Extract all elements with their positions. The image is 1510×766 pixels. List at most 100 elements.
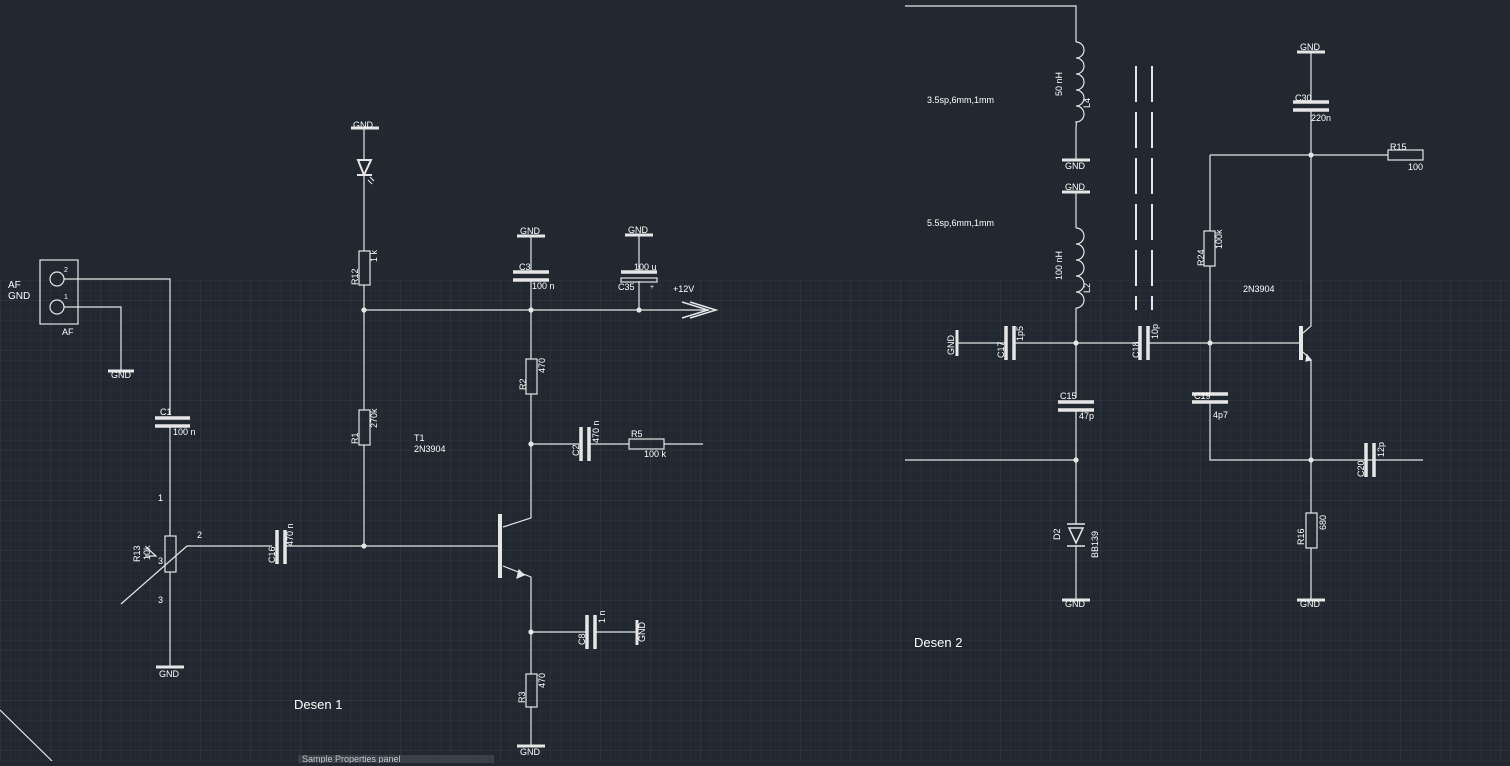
sheet-title-1: Desen 1: [294, 697, 342, 712]
ref-c15: C15: [1060, 391, 1077, 401]
label-gnd-8: GND: [1065, 161, 1086, 171]
label-pin1: 1: [64, 294, 68, 301]
val-c20: 12p: [1376, 442, 1386, 457]
val-l2: 100 nH: [1054, 251, 1064, 280]
label-gnd-9: GND: [1065, 182, 1086, 192]
label-gnd-7: GND: [520, 747, 541, 757]
ref-r24: R24: [1196, 249, 1206, 266]
cap-c20[interactable]: [1364, 443, 1376, 477]
val-c19: 4p7: [1213, 410, 1228, 420]
ref-c3: C3: [519, 262, 531, 272]
ref-r12: R12: [350, 268, 360, 285]
cap-c35-body[interactable]: [620, 277, 658, 283]
coil-l2[interactable]: [1075, 227, 1085, 309]
wire-af1[interactable]: [64, 306, 122, 371]
pin-1: 1: [158, 493, 163, 503]
cap-c3[interactable]: [513, 270, 549, 282]
label-gnd-13: GND: [1300, 599, 1321, 609]
varicap-d2[interactable]: [1067, 523, 1085, 547]
res-r15[interactable]: [1387, 149, 1424, 161]
t2-arrow: [1305, 353, 1313, 362]
bottom-panel-tab[interactable]: Sample Properties panel: [298, 755, 494, 763]
val-r15: 100: [1408, 162, 1423, 172]
wire-top-l4[interactable]: [905, 5, 1077, 42]
cap-c16[interactable]: [275, 530, 287, 564]
ref-c8: C8: [577, 633, 587, 645]
val-c16: 470 n: [285, 523, 295, 546]
val-c2: 470 n: [591, 420, 601, 443]
pot-arrow: [145, 546, 158, 557]
cap-c8[interactable]: [585, 615, 597, 649]
val-c8: 1 n: [597, 610, 607, 623]
af-connector-body[interactable]: [39, 259, 79, 325]
cap-c18[interactable]: [1138, 326, 1150, 360]
note-l2: 5.5sp,6mm,1mm: [927, 218, 994, 228]
res-r5[interactable]: [628, 438, 665, 450]
grid-major: [0, 278, 1510, 761]
ref-r5: R5: [631, 429, 643, 439]
ref-c18: C18: [1131, 341, 1141, 358]
ref-r1: R1: [350, 432, 360, 444]
led-arrows: [367, 176, 375, 185]
ref-l2: L2: [1082, 283, 1092, 293]
coil-l4[interactable]: [1075, 41, 1085, 128]
wire-r24[interactable]: [1209, 155, 1423, 461]
val-r24: 100k: [1214, 229, 1224, 249]
sheet-title-2: Desen 2: [914, 635, 962, 650]
label-gnd-4: GND: [520, 226, 541, 236]
val-r13: 10k: [142, 545, 152, 560]
val-t1: 2N3904: [414, 444, 446, 454]
res-r24[interactable]: [1203, 230, 1216, 267]
ref-c20: C20: [1356, 460, 1366, 477]
pin-2: 2: [197, 530, 202, 540]
label-gnd-af: GND: [8, 291, 30, 302]
val-c18: 10p: [1150, 324, 1160, 339]
junction-rail-1: [361, 307, 367, 313]
label-gnd-11: GND: [1065, 599, 1086, 609]
pot-wiper[interactable]: [120, 545, 272, 605]
cap-c17[interactable]: [1004, 326, 1016, 360]
pin-3a: 3: [158, 556, 163, 566]
ref-c1: C1: [160, 407, 172, 417]
cap-c1[interactable]: [155, 416, 190, 428]
ref-c19: C19: [1194, 391, 1211, 401]
val-c35: 100 u: [634, 262, 657, 272]
wire-af2[interactable]: [64, 278, 171, 415]
ref-d2: D2: [1052, 528, 1062, 540]
led-d1[interactable]: [356, 159, 373, 178]
val-r1: 270k: [369, 408, 379, 428]
junction-n5: [1308, 457, 1314, 463]
label-gnd-6: GND: [637, 622, 647, 643]
transistor-t1-emitter[interactable]: [502, 565, 532, 674]
edge-line: [0, 709, 53, 762]
val-r2: 470: [537, 358, 547, 373]
ref-r13: R13: [132, 545, 142, 562]
cap-c30[interactable]: [1293, 100, 1329, 112]
val-c15: 47p: [1079, 411, 1094, 421]
val-c30: 220n: [1311, 113, 1331, 123]
ref-c35: C35: [618, 282, 635, 292]
label-12v: +12V: [673, 284, 694, 294]
wire-c30[interactable]: [1302, 52, 1312, 334]
label-gnd-2: GND: [159, 669, 180, 679]
label-gnd-3: GND: [353, 120, 374, 130]
val-t2: 2N3904: [1243, 284, 1275, 294]
label-pin2: 2: [64, 267, 68, 274]
val-r16: 680: [1318, 515, 1328, 530]
val-l4: 50 nH: [1054, 72, 1064, 96]
ref-l4: L4: [1082, 98, 1092, 108]
val-c1: 100 n: [173, 427, 196, 437]
val-r5: 100 k: [644, 449, 667, 459]
val-c17: 1p5: [1015, 326, 1025, 341]
val-r12: 1 k: [369, 249, 379, 262]
emitter-arrow: [516, 568, 526, 580]
label-af-1: AF: [8, 280, 21, 291]
wire-r2-col[interactable]: [502, 394, 532, 528]
pin-3b: 3: [158, 595, 163, 605]
res-r16[interactable]: [1305, 512, 1318, 549]
label-gnd-1: GND: [111, 370, 132, 380]
cap-c2[interactable]: [579, 427, 591, 461]
cap-c19[interactable]: [1192, 392, 1228, 404]
